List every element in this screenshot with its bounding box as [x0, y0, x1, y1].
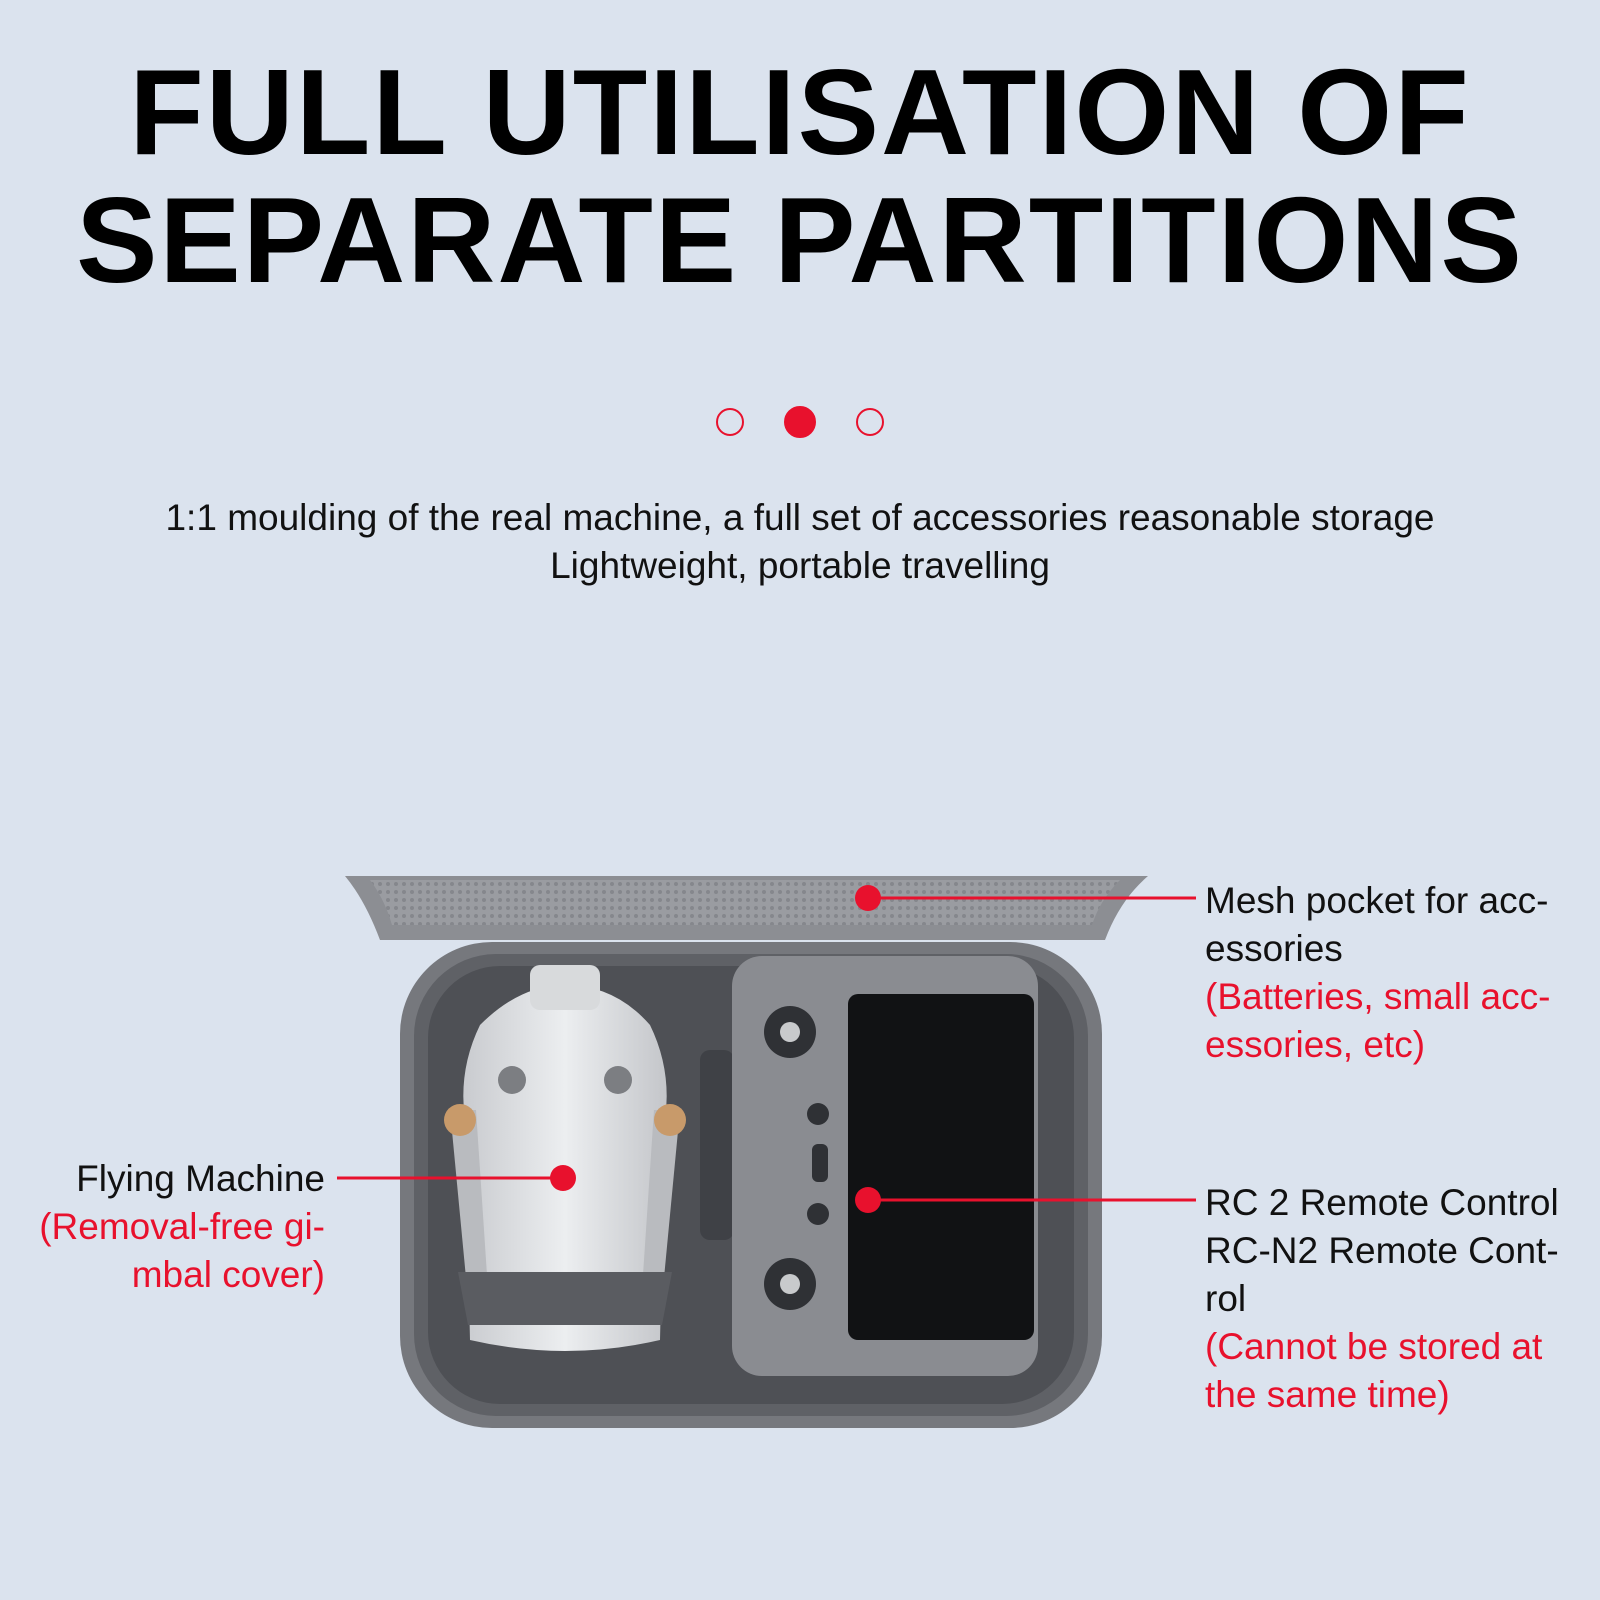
remote-note-2: the same time): [1205, 1374, 1450, 1415]
flying-note-1: (Removal-free gi-: [39, 1206, 325, 1247]
remote-line-2: RC-N2 Remote Cont-: [1205, 1230, 1559, 1271]
callout-mesh-pointer: [855, 885, 1196, 911]
mesh-note-2: essories, etc): [1205, 1024, 1426, 1065]
subtitle: 1:1 moulding of the real machine, a full…: [0, 494, 1600, 590]
remote-line-1: RC 2 Remote Control: [1205, 1182, 1559, 1223]
flying-note-2: mbal cover): [131, 1254, 325, 1295]
callout-remote-control: RC 2 Remote Control RC-N2 Remote Cont- r…: [1205, 1179, 1559, 1419]
callout-flying-pointer: [337, 1165, 576, 1191]
mesh-line-2: essories: [1205, 928, 1343, 969]
subtitle-line-1: 1:1 moulding of the real machine, a full…: [165, 497, 1435, 538]
carousel-dot-1[interactable]: [716, 408, 744, 436]
page-title: FULL UTILISATION OF SEPARATE PARTITIONS: [0, 48, 1600, 304]
carousel-dot-2-active[interactable]: [784, 406, 816, 438]
remote-controller: [700, 956, 1038, 1376]
mesh-line-1: Mesh pocket for acc-: [1205, 880, 1549, 921]
flying-line-1: Flying Machine: [76, 1158, 325, 1199]
callout-flying-machine: Flying Machine (Removal-free gi- mbal co…: [39, 1155, 325, 1299]
remote-line-3: rol: [1205, 1278, 1247, 1319]
title-line-1: FULL UTILISATION OF: [129, 44, 1471, 180]
remote-note-1: (Cannot be stored at: [1205, 1326, 1543, 1367]
callout-mesh-pocket: Mesh pocket for acc- essories (Batteries…: [1205, 877, 1550, 1069]
title-line-2: SEPARATE PARTITIONS: [76, 172, 1524, 308]
case-lid: [345, 876, 1148, 940]
subtitle-line-2: Lightweight, portable travelling: [550, 545, 1050, 586]
mesh-note-1: (Batteries, small acc-: [1205, 976, 1551, 1017]
carousel-indicator: [0, 406, 1600, 438]
carousel-dot-3[interactable]: [856, 408, 884, 436]
callout-remote-pointer: [855, 1187, 1196, 1213]
